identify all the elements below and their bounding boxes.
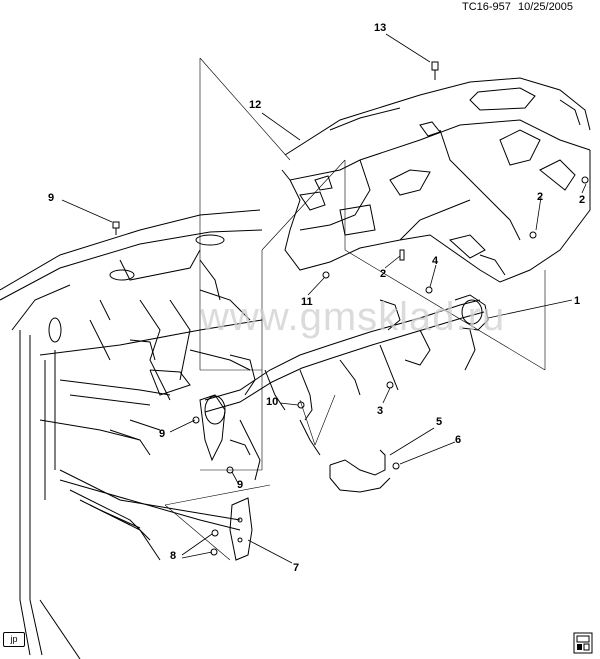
callout-label: 9 xyxy=(159,428,166,440)
callout-label: 2 xyxy=(380,268,387,280)
callout-label: 7 xyxy=(293,562,300,574)
callout-label: 3 xyxy=(377,405,384,417)
bracket-part-5 xyxy=(329,449,391,493)
callout-label: 4 xyxy=(432,255,439,267)
vehicle-body-structure xyxy=(0,209,263,659)
bracket-part-7 xyxy=(229,497,253,561)
drawing-code: TC16-957 xyxy=(462,1,511,13)
callout-label: 9 xyxy=(48,192,55,204)
callout-label: 11 xyxy=(301,296,313,308)
callout-leaders xyxy=(61,33,587,564)
manual-book-icon xyxy=(573,632,593,654)
callout-label: 9 xyxy=(237,479,244,491)
reference-lines xyxy=(164,57,546,561)
callout-label: 10 xyxy=(266,396,279,408)
callout-label: 2 xyxy=(579,194,586,206)
drawing-date: 10/25/2005 xyxy=(517,1,574,13)
cross-car-beam xyxy=(199,294,489,481)
callout-label: 5 xyxy=(436,416,443,428)
jp-badge: jp xyxy=(3,632,25,647)
drawing-header: TC16-957 10/25/2005 xyxy=(462,1,573,13)
watermark-text: www.gmsklad.ru xyxy=(200,295,506,339)
callout-label: 8 xyxy=(170,550,177,562)
callout-label: 6 xyxy=(455,434,462,446)
callout-label: 12 xyxy=(249,99,262,111)
fasteners xyxy=(112,61,589,556)
callout-label: 2 xyxy=(537,191,544,203)
instrument-panel-assembly xyxy=(281,77,591,283)
callout-label: 1 xyxy=(574,295,581,307)
callout-label: 13 xyxy=(374,22,387,34)
